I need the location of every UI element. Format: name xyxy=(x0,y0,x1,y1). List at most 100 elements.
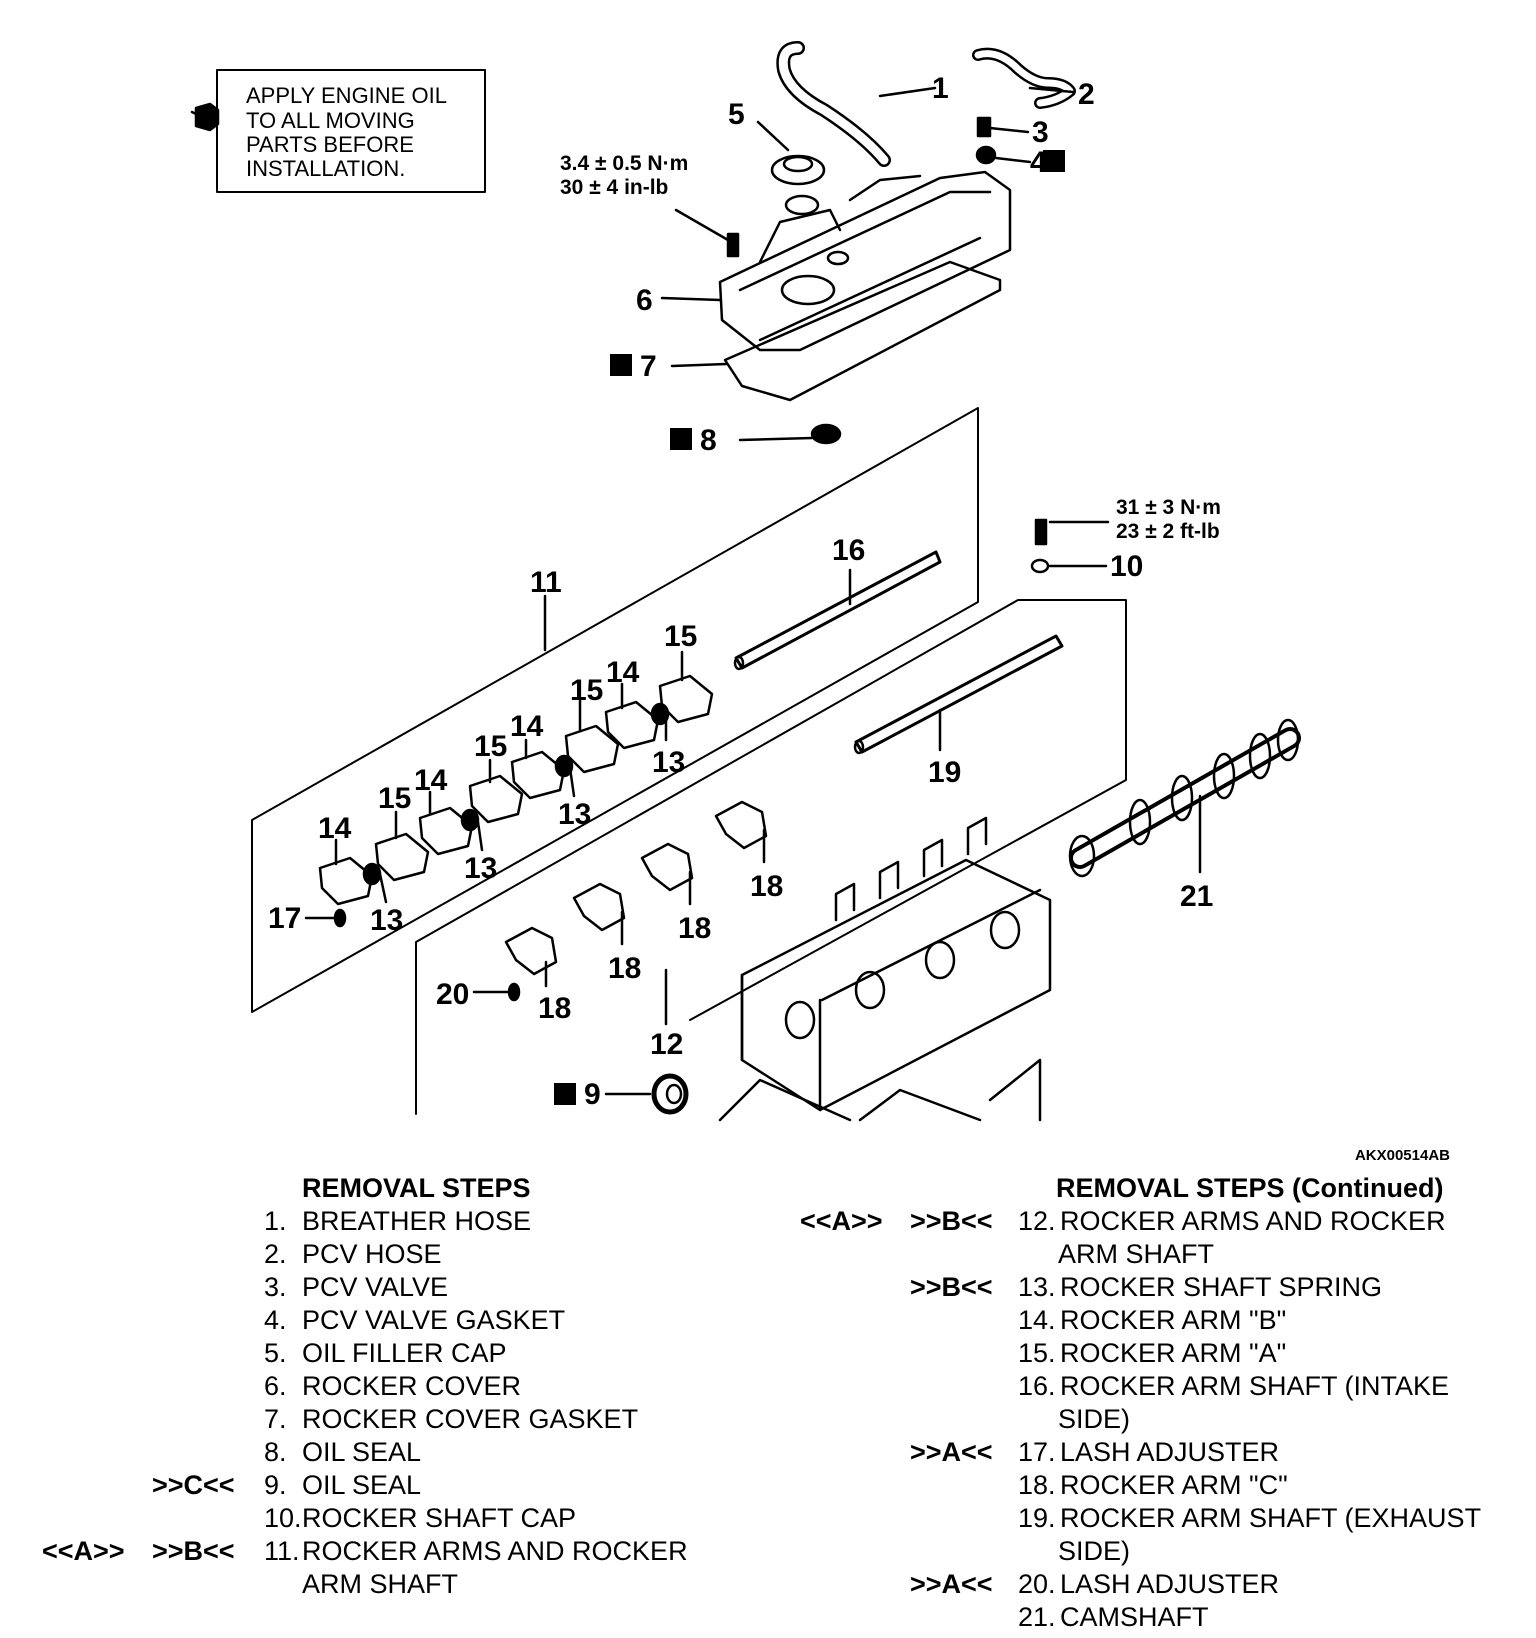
callout-1: 1 xyxy=(932,72,949,105)
oil-note-line-3: PARTS BEFORE xyxy=(246,132,414,157)
callout-5: 5 xyxy=(728,98,745,131)
step-num: 13. xyxy=(1018,1272,1056,1302)
step-text: ROCKER ARMS AND ROCKER xyxy=(302,1536,688,1566)
rocker-arm-a xyxy=(468,758,524,824)
callout-9: 9 xyxy=(584,1078,601,1111)
callout-13: 13 xyxy=(370,904,403,937)
cover-bolt xyxy=(674,208,740,258)
step-num: 15. xyxy=(1018,1338,1056,1368)
callout-4: 4 xyxy=(1030,146,1047,179)
cover-bolt-torque-nm: 3.4 ± 0.5 N·m xyxy=(560,152,688,175)
step-num: 4. xyxy=(264,1305,287,1335)
step-text: ROCKER ARM "C" xyxy=(1060,1470,1288,1500)
rocker-shaft-cap-bolt xyxy=(1030,518,1110,574)
callout-10: 10 xyxy=(1110,550,1143,583)
figure-code: AKX00514AB xyxy=(1355,1147,1450,1160)
step-num: 17. xyxy=(1018,1437,1056,1467)
new-part-mark-4: N xyxy=(1043,150,1065,172)
step-text-continued: ARM SHAFT xyxy=(302,1569,459,1599)
step-text: ROCKER ARM SHAFT (INTAKE xyxy=(1060,1371,1450,1401)
rocker-shaft-spring xyxy=(650,702,670,742)
step-text-continued: SIDE) xyxy=(1058,1404,1131,1434)
callout-14: 14 xyxy=(606,656,640,689)
step-num: 14. xyxy=(1018,1305,1056,1335)
breather-hose xyxy=(776,41,937,167)
step-text: ROCKER ARM SHAFT (EXHAUST xyxy=(1060,1503,1482,1533)
step-num: 10. xyxy=(264,1503,302,1533)
callout-19: 19 xyxy=(928,756,961,789)
step-text: OIL SEAL xyxy=(302,1470,422,1500)
rocker-cover-gasket xyxy=(670,260,1002,402)
callout-14: 14 xyxy=(318,812,352,845)
oil-filler-cap xyxy=(756,120,826,216)
rocker-arm-c xyxy=(640,842,694,906)
step-text: OIL FILLER CAP xyxy=(302,1338,507,1368)
step-text: PCV VALVE GASKET xyxy=(302,1305,566,1335)
rocker-shaft-spring xyxy=(460,808,484,852)
step-text: CAMSHAFT xyxy=(1060,1602,1209,1632)
step-mark1: <<A>> xyxy=(42,1536,125,1566)
rocker-arm-shaft-exhaust xyxy=(853,634,1064,755)
rocker-arm-shaft-intake xyxy=(733,550,942,671)
step-mark2: >>A<< xyxy=(910,1569,993,1599)
callout-3: 3 xyxy=(1032,116,1049,149)
step-text: ROCKER SHAFT CAP xyxy=(302,1503,577,1533)
step-text: BREATHER HOSE xyxy=(302,1206,532,1236)
callout-13: 13 xyxy=(558,798,591,831)
cylinder-head xyxy=(718,816,1052,1122)
intake-assembly-frame xyxy=(251,407,979,1013)
step-text: LASH ADJUSTER xyxy=(1060,1437,1280,1467)
step-num: 2. xyxy=(264,1239,287,1269)
step-mark2: >>C<< xyxy=(152,1470,235,1500)
callout-12: 12 xyxy=(650,1028,683,1061)
rocker-arm-c xyxy=(504,926,558,988)
rocker-arm-b xyxy=(418,790,474,856)
callout-7: 7 xyxy=(640,350,657,383)
svg-text:N: N xyxy=(615,356,628,376)
callout-18: 18 xyxy=(538,992,571,1025)
pcv-valve-gasket xyxy=(975,145,1032,165)
callout-14: 14 xyxy=(510,710,544,743)
step-text: PCV VALVE xyxy=(302,1272,449,1302)
exhaust-assembly-frame xyxy=(415,599,1127,1115)
rocker-arm-b xyxy=(318,838,374,906)
cap-bolt-torque-ftlb: 23 ± 2 ft-lb xyxy=(1116,520,1220,543)
pcv-valve xyxy=(976,116,1030,138)
callout-16: 16 xyxy=(832,534,865,567)
removal-steps-continued-heading: REMOVAL STEPS (Continued) xyxy=(1056,1173,1444,1203)
callout-20: 20 xyxy=(436,978,469,1011)
callout-15: 15 xyxy=(664,620,697,653)
pcv-hose xyxy=(972,47,1076,109)
rocker-shaft-spring xyxy=(554,754,576,798)
step-num: 6. xyxy=(264,1371,287,1401)
svg-text:N: N xyxy=(1048,152,1061,172)
rocker-arm-b xyxy=(510,738,566,800)
step-num: 7. xyxy=(264,1404,287,1434)
svg-text:N: N xyxy=(559,1085,572,1105)
step-mark2: >>B<< xyxy=(910,1272,993,1302)
step-text: PCV HOSE xyxy=(302,1239,442,1269)
oil-note-line-1: APPLY ENGINE OIL xyxy=(246,83,447,108)
callout-15: 15 xyxy=(570,674,603,707)
step-num: 5. xyxy=(264,1338,287,1368)
cap-bolt-torque-nm: 31 ± 3 N·m xyxy=(1116,496,1221,519)
new-part-mark-8: N xyxy=(670,428,692,450)
rocker-shaft-spring xyxy=(362,862,388,904)
callout-15: 15 xyxy=(474,730,507,763)
step-num: 9. xyxy=(264,1470,287,1500)
step-num: 20. xyxy=(1018,1569,1056,1599)
rocker-arm-b xyxy=(604,682,660,750)
new-part-mark-7: N xyxy=(610,354,632,376)
lash-adjuster-17 xyxy=(304,908,347,928)
step-num: 1. xyxy=(264,1206,287,1236)
oil-note-box xyxy=(216,69,486,193)
removal-steps-right: REMOVAL STEPS (Continued) <<A>>>>B<<12.R… xyxy=(760,1172,1536,1632)
step-text-continued: ARM SHAFT xyxy=(1058,1239,1215,1269)
oil-note-line-2: TO ALL MOVING xyxy=(246,108,415,133)
callout-6: 6 xyxy=(636,284,653,317)
step-num: 12. xyxy=(1018,1206,1056,1236)
step-num: 8. xyxy=(264,1437,287,1467)
callout-13: 13 xyxy=(652,746,685,779)
callout-18: 18 xyxy=(608,952,641,985)
step-num: 21. xyxy=(1018,1602,1056,1632)
